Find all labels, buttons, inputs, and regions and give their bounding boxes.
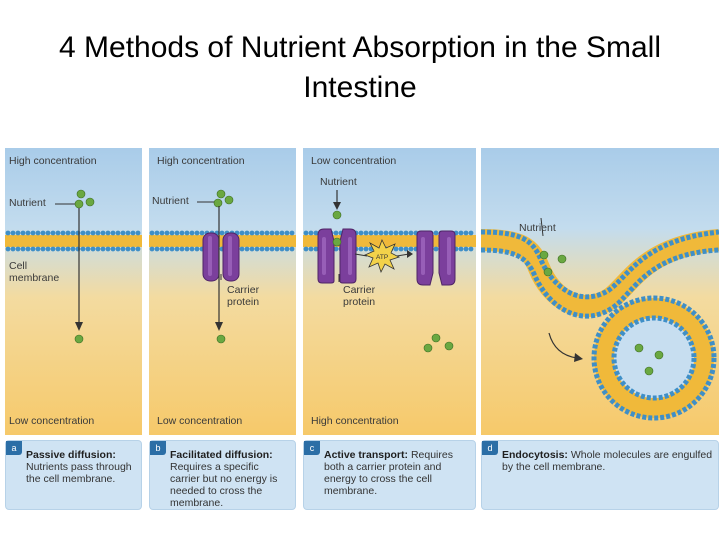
caption-body: Requires a specific carrier but no energ… xyxy=(170,461,278,509)
caption-letter: c xyxy=(304,441,320,455)
nutrient-molecule xyxy=(444,341,454,351)
endocytosis-caption: d Endocytosis: Whole molecules are engul… xyxy=(481,440,719,510)
caption-heading: Endocytosis: xyxy=(502,449,568,461)
caption-body: Whole molecules are engulfed by the cell… xyxy=(502,449,713,473)
endocytosis-illustration xyxy=(481,217,719,421)
facilitated-diffusion-panel: High concentration Nutrient Carrier prot… xyxy=(149,148,296,435)
invaginating-membrane xyxy=(481,229,719,319)
nutrient-molecule xyxy=(332,210,342,220)
nutrient-molecule xyxy=(216,334,226,344)
caption-body: Nutrients pass through the cell membrane… xyxy=(26,461,132,485)
carrier-protein-label: Carrier protein xyxy=(227,284,260,308)
passive-diffusion-illustration xyxy=(5,189,142,344)
caption-body: Requires both a carrier protein and ener… xyxy=(324,449,453,497)
nutrient-label: Nutrient xyxy=(9,197,46,209)
nutrient-molecule xyxy=(539,250,549,260)
nutrient-molecule xyxy=(74,334,84,344)
top-concentration-label: High concentration xyxy=(9,155,97,167)
passive-diffusion-caption: a Passive diffusion: Nutrients pass thro… xyxy=(5,440,142,510)
atp-energy-burst xyxy=(363,239,401,274)
top-concentration-label: Low concentration xyxy=(311,155,397,167)
cell-membrane-label: Cell membrane xyxy=(9,260,60,284)
bottom-concentration-label: Low concentration xyxy=(9,415,95,427)
nutrient-molecule xyxy=(213,198,223,208)
passive-diffusion-panel: High concentration Nutrient Cell membran… xyxy=(5,148,142,435)
carrier-protein-label: Carrier protein xyxy=(343,284,376,308)
bottom-concentration-label: Low concentration xyxy=(157,415,243,427)
active-transport-panel: Low concentration Nutrient ATP Carrier p… xyxy=(303,148,476,435)
nutrient-label: Nutrient xyxy=(519,222,556,234)
nutrient-molecule xyxy=(76,189,86,199)
nutrient-molecule xyxy=(634,343,644,353)
nutrient-molecule xyxy=(423,343,433,353)
nutrient-molecule xyxy=(74,199,84,209)
caption-heading: Facilitated diffusion: xyxy=(170,449,273,461)
caption-heading: Passive diffusion: xyxy=(26,449,116,461)
nutrient-molecule xyxy=(216,189,226,199)
nutrient-label: Nutrient xyxy=(320,176,357,188)
nutrient-label: Nutrient xyxy=(152,195,189,207)
nutrient-molecule xyxy=(224,195,234,205)
carrier-protein xyxy=(416,230,456,286)
nutrient-molecule xyxy=(654,350,664,360)
caption-letter: a xyxy=(6,441,22,455)
caption-heading: Active transport: xyxy=(324,449,409,461)
nutrient-molecule xyxy=(557,254,567,264)
caption-letter: b xyxy=(150,441,166,455)
carrier-protein xyxy=(202,232,240,282)
nutrient-molecule xyxy=(332,237,342,247)
facilitated-diffusion-illustration xyxy=(149,189,296,344)
vesicle xyxy=(591,295,717,421)
carrier-protein xyxy=(317,228,357,284)
atp-label: ATP xyxy=(376,254,389,261)
active-transport-caption: c Active transport: Requires both a carr… xyxy=(303,440,476,510)
facilitated-diffusion-caption: b Facilitated diffusion: Requires a spec… xyxy=(149,440,296,510)
nutrient-molecule xyxy=(644,366,654,376)
active-transport-illustration xyxy=(303,190,476,353)
caption-letter: d xyxy=(482,441,498,455)
engulf-arrow xyxy=(548,332,578,359)
nutrient-molecule xyxy=(431,333,441,343)
bottom-concentration-label: High concentration xyxy=(311,415,399,427)
nutrient-molecule xyxy=(85,197,95,207)
nutrient-molecule xyxy=(543,267,553,277)
top-concentration-label: High concentration xyxy=(157,155,245,167)
slide-title: 4 Methods of Nutrient Absorption in the … xyxy=(59,31,661,104)
endocytosis-panel: Nutrient xyxy=(481,148,719,435)
cell-membrane-bilayer xyxy=(5,230,142,252)
